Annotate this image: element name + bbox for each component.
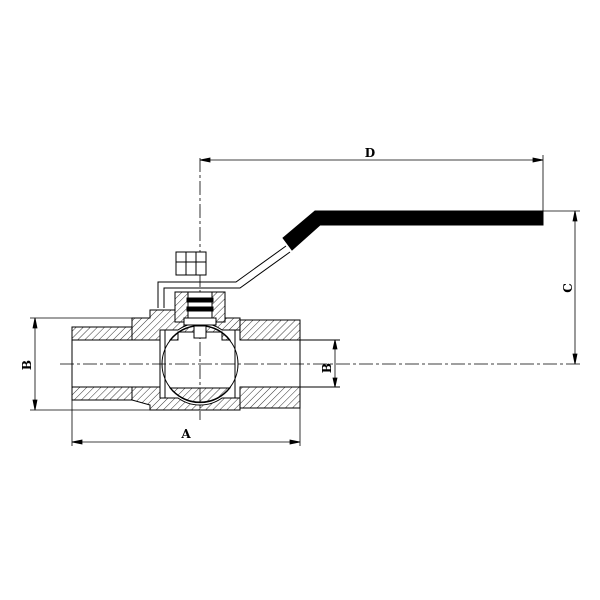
- dimension-c: [543, 210, 580, 365]
- label-c: C: [561, 283, 575, 293]
- dimension-a: [71, 400, 301, 446]
- label-b-outer: B: [20, 360, 34, 370]
- label-b-bore: B: [320, 363, 334, 373]
- dimension-b-bore: [332, 339, 338, 388]
- label-d: D: [365, 146, 375, 160]
- handle-grip: [282, 210, 544, 251]
- label-a: A: [180, 427, 191, 441]
- handle: [157, 210, 544, 308]
- ball: [161, 324, 239, 404]
- dimension-b-outer: [30, 317, 150, 411]
- stem-bonnet: [174, 291, 226, 326]
- stem-nut: [175, 251, 207, 276]
- dimension-d: [199, 155, 544, 211]
- right-end-section: [239, 319, 340, 409]
